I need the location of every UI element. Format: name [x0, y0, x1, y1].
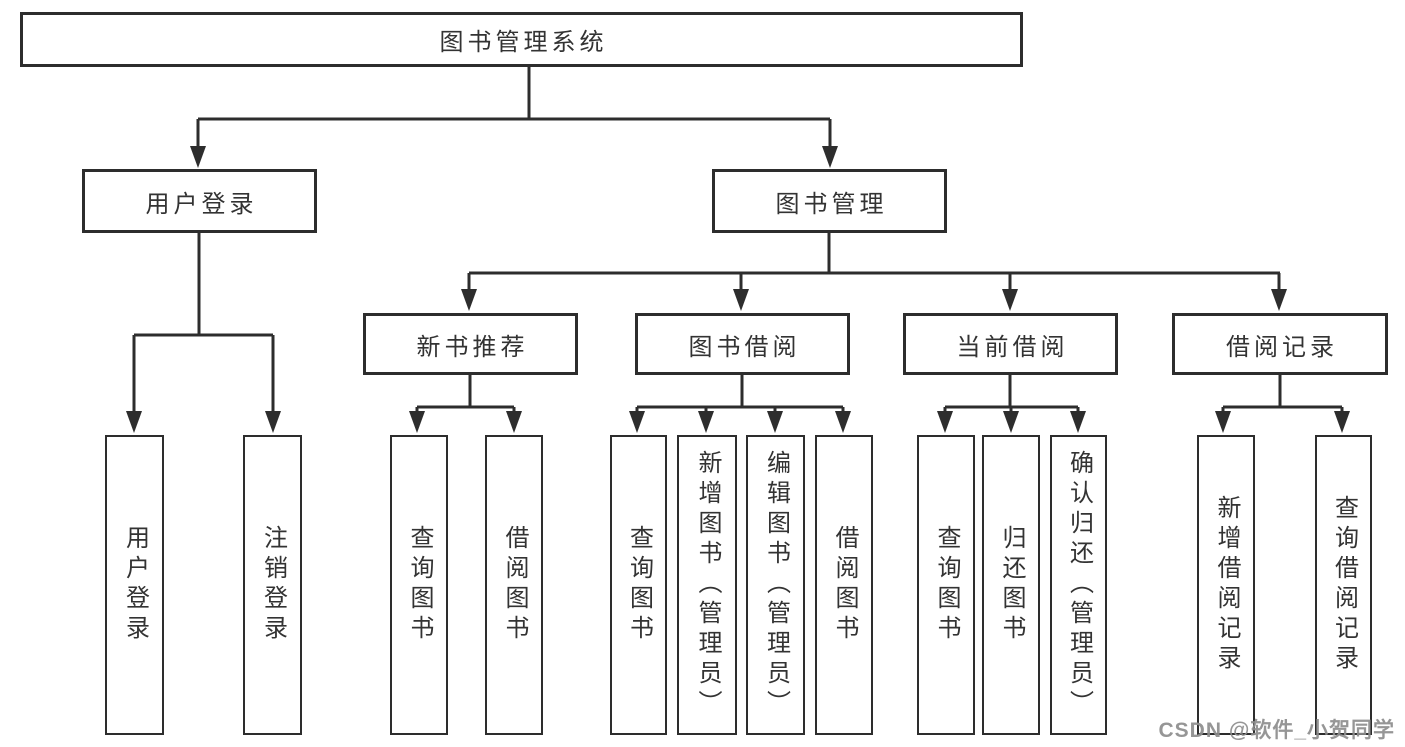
arrowheads — [126, 146, 1350, 433]
node-label: 查询借阅记录 — [1330, 495, 1358, 675]
node-book-borrowing: 图书借阅 — [635, 313, 850, 375]
node-label: 借阅图书 — [831, 525, 858, 645]
node-label: 图书管理系统 — [439, 29, 608, 56]
leaf-logout: 注销登录 — [243, 435, 302, 735]
node-label: 编辑图书（管理员） — [762, 450, 790, 720]
node-label: 借阅图书 — [501, 525, 528, 645]
leaf-query-books: 查询图书 — [610, 435, 667, 735]
leaf-user-login: 用户登录 — [105, 435, 164, 735]
node-label: 归还图书 — [998, 525, 1025, 645]
node-label: 新增图书（管理员） — [694, 450, 721, 720]
node-user-login: 用户登录 — [82, 169, 317, 233]
leaf-add-borrow-record: 新增借阅记录 — [1197, 435, 1255, 735]
leaf-confirm-return-admin: 确认归还（管理员） — [1050, 435, 1107, 735]
leaf-borrow-books: 借阅图书 — [485, 435, 543, 735]
node-label: 新书推荐 — [416, 333, 529, 361]
leaf-edit-books-admin: 编辑图书（管理员） — [746, 435, 805, 735]
node-label: 查询图书 — [406, 525, 433, 645]
leaf-add-books-admin: 新增图书（管理员） — [677, 435, 737, 735]
node-label: 当前借阅 — [956, 333, 1069, 361]
leaf-return-books: 归还图书 — [982, 435, 1040, 735]
node-label: 图书借阅 — [688, 333, 801, 361]
node-label: 新增借阅记录 — [1213, 495, 1240, 675]
csdn-watermark: CSDN @软件_小贺同学 — [1158, 719, 1395, 742]
node-label: 注销登录 — [259, 525, 287, 645]
node-label: 查询图书 — [933, 525, 960, 645]
node-borrowing-records: 借阅记录 — [1172, 313, 1388, 375]
node-label: 确认归还（管理员） — [1065, 450, 1093, 720]
node-system-root: 图书管理系统 — [20, 12, 1023, 67]
node-label: 查询图书 — [625, 525, 653, 645]
node-book-management: 图书管理 — [712, 169, 947, 233]
leaf-query-books: 查询图书 — [917, 435, 975, 735]
node-current-borrowing: 当前借阅 — [903, 313, 1118, 375]
node-label: 借阅记录 — [1226, 333, 1338, 361]
leaf-borrow-books: 借阅图书 — [815, 435, 873, 735]
node-new-book-recommend: 新书推荐 — [363, 313, 578, 375]
leaf-query-books: 查询图书 — [390, 435, 448, 735]
node-label: 用户登录 — [145, 190, 258, 218]
node-label: 用户登录 — [121, 525, 149, 645]
node-label: 图书管理 — [775, 190, 888, 218]
connector-elbows — [134, 67, 1342, 409]
leaf-query-borrow-record: 查询借阅记录 — [1315, 435, 1372, 735]
